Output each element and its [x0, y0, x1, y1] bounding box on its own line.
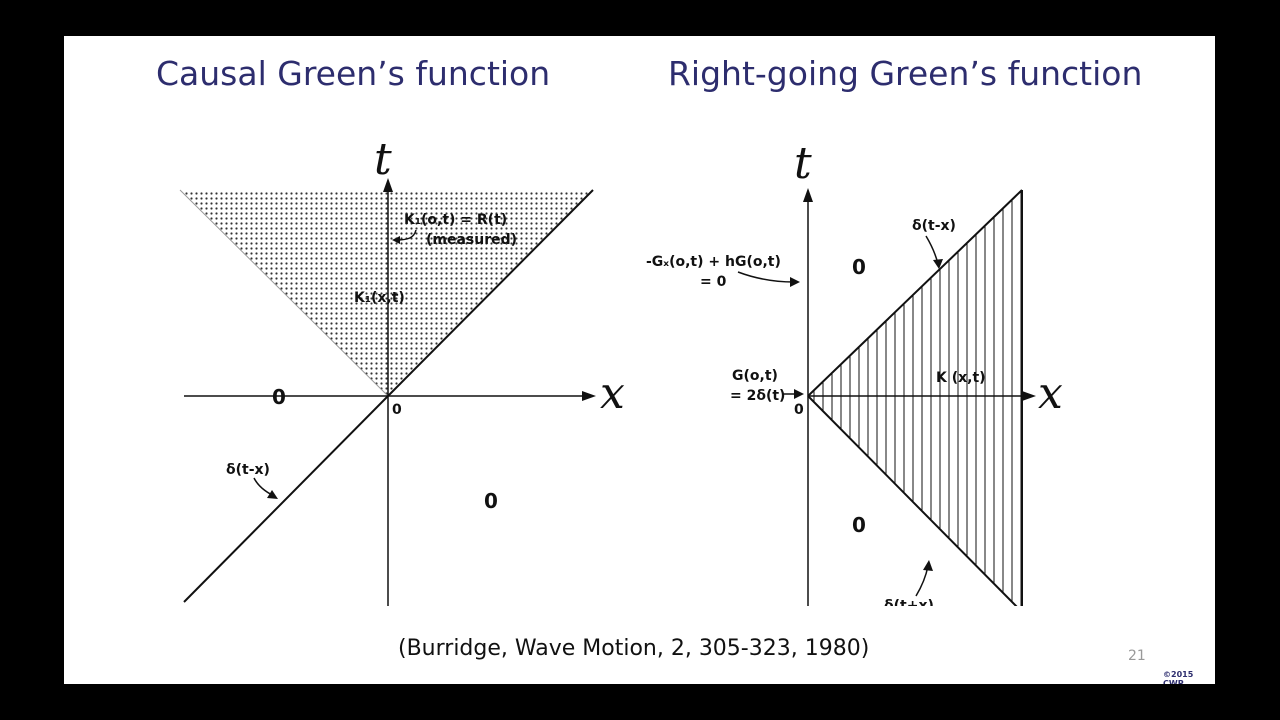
- t-axis-arrowhead: [803, 188, 813, 202]
- delta-upper-label: δ(t-x): [912, 218, 956, 234]
- causal-greens-function-diagram: t x 0 K₁(o,t) = R(t) (measured) K₁(x,t) …: [179, 134, 625, 606]
- t-axis-label: t: [794, 138, 812, 189]
- x-axis-label: x: [1038, 368, 1063, 419]
- delta-lower-label: δ(t+x): [884, 598, 934, 606]
- origin-label: 0: [794, 402, 804, 418]
- slide: Causal Green’s function Right-going Gree…: [64, 36, 1215, 684]
- delta-line: [183, 395, 389, 603]
- citation: (Burridge, Wave Motion, 2, 305-323, 1980…: [398, 636, 870, 661]
- delta-lower-pointer-arrow: [915, 565, 929, 597]
- measured-label: (measured): [426, 232, 517, 248]
- right-going-greens-function-diagram: t x 0 -Gₓ(o,t) + hG(o,t) = 0 G(o,t) = 2δ…: [646, 138, 1063, 606]
- zero-label-lower: 0: [852, 513, 866, 537]
- delta-label: δ(t-x): [226, 462, 270, 478]
- slide-number: 21: [1128, 648, 1146, 664]
- x-axis-arrowhead: [582, 391, 596, 401]
- origin-label: 0: [392, 402, 402, 418]
- cone-edge-right: [387, 189, 594, 397]
- t-axis-label: t: [374, 134, 392, 185]
- copyright-notice: ©2015 CWP: [1163, 670, 1194, 684]
- causal-cone-region: [180, 190, 593, 396]
- boundary-pointer-arrow: [737, 271, 795, 283]
- zero-label-bottom: 0: [484, 489, 498, 513]
- t-axis-arrowhead: [383, 178, 393, 192]
- title-right-going-greens-function: Right-going Green’s function: [668, 54, 1143, 93]
- zero-label-upper: 0: [852, 255, 866, 279]
- cone-edge-left: [179, 189, 389, 397]
- boundary-condition-equals: = 0: [700, 274, 727, 290]
- wedge-edge-lower: [807, 395, 1018, 606]
- x-axis-arrowhead: [1022, 391, 1036, 401]
- zero-label-left: 0: [272, 385, 286, 409]
- boundary-condition-label: -Gₓ(o,t) + hG(o,t): [646, 254, 781, 270]
- g-equals-label: = 2δ(t): [730, 388, 785, 404]
- k1-label: K₁(x,t): [354, 290, 405, 306]
- x-axis-label: x: [600, 368, 625, 419]
- g-label: G(o,t): [732, 368, 778, 384]
- wedge-edge-upper: [807, 189, 1023, 397]
- title-causal-greens-function: Causal Green’s function: [156, 54, 551, 93]
- k1-boundary-label: K₁(o,t) = R(t): [404, 212, 507, 228]
- k-label: K (x,t): [936, 370, 986, 386]
